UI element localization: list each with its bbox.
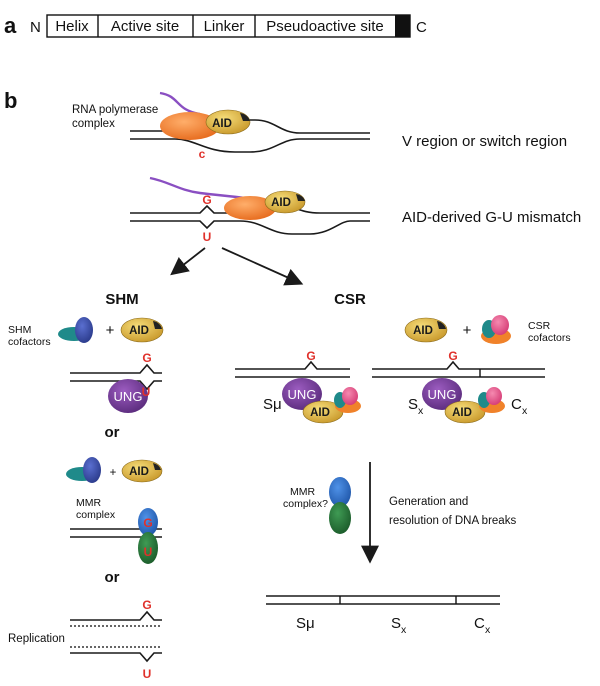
svg-text:UNG: UNG: [428, 387, 457, 402]
c-terminus-label: C: [416, 19, 427, 36]
aid-domain-bar: Helix Active site Linker Pseudoactive si…: [46, 14, 411, 38]
c-x-label: C x: [511, 396, 528, 417]
or-label-1: or: [105, 424, 120, 441]
plus-sign: +: [106, 322, 115, 339]
rna-pol-label-2: complex: [72, 118, 115, 130]
c-x-label-final: C x: [474, 615, 491, 636]
arrow-to-csr: [221, 247, 304, 286]
aid-icon-csr: AID: [404, 317, 448, 343]
mmr-complex-q-label-2: complex?: [283, 498, 328, 510]
u-base-label: U: [203, 230, 212, 244]
transcription-bubble: AID c: [130, 91, 370, 161]
c-base-label: c: [199, 147, 206, 161]
rna-pol-label: RNA polymerase: [72, 104, 158, 116]
g-base-label: G: [202, 193, 211, 207]
shm-cofactor-icon-2: [66, 457, 101, 483]
panel-b-label: b: [4, 88, 17, 113]
v-region-label: V region or switch region: [402, 133, 567, 150]
svg-text:G: G: [448, 349, 457, 363]
shm-cofactors-label-2: cofactors: [8, 336, 51, 348]
rna-transcript: [159, 91, 201, 116]
svg-text:U: U: [142, 385, 151, 399]
svg-text:AID: AID: [310, 407, 330, 419]
aid-label: AID: [212, 118, 232, 130]
mismatch-bubble: AID G U: [130, 176, 370, 244]
shm-cofactors-label: SHM: [8, 324, 31, 336]
replication-label: Replication: [8, 633, 65, 645]
svg-text:x: x: [522, 405, 528, 417]
svg-text:AID: AID: [452, 407, 472, 419]
svg-text:U: U: [144, 545, 153, 559]
aid-icon-2: [264, 190, 306, 214]
svg-text:G: G: [306, 349, 315, 363]
aid-label-2: AID: [271, 197, 291, 209]
mmr-complex-q-label: MMR: [290, 486, 315, 498]
svg-text:S: S: [391, 615, 401, 632]
csr-smu-segment: G UNG AID: [235, 349, 361, 424]
csr-sx-segment: G UNG AID: [372, 349, 545, 424]
domain-pseudoactive-site: Pseudoactive site: [266, 18, 384, 35]
domain-active-site: Active site: [111, 18, 179, 35]
svg-text:G: G: [143, 516, 152, 530]
shm-mmr-repair: G U: [70, 508, 162, 564]
plus-sign-csr: +: [463, 322, 472, 339]
svg-text:G: G: [142, 598, 151, 612]
mmr-complex-label-2: complex: [76, 509, 116, 521]
n-terminus-label: N: [30, 19, 41, 36]
svg-text:C: C: [511, 396, 522, 413]
generation-label-2: resolution of DNA breaks: [389, 515, 516, 527]
rna-polymerase-icon: [160, 112, 220, 140]
aid-icon: [205, 109, 251, 135]
svg-text:x: x: [418, 405, 424, 417]
replication-strands: G U: [70, 598, 162, 681]
s-x-label-final: S x: [391, 615, 407, 636]
svg-text:AID: AID: [413, 325, 433, 337]
aid-icon-shm: AID: [120, 317, 164, 343]
domain-helix: Helix: [55, 18, 89, 35]
arrow-to-shm: [170, 247, 206, 276]
svg-text:AID: AID: [129, 325, 149, 337]
svg-text:G: G: [142, 351, 151, 365]
shm-heading: SHM: [105, 291, 138, 308]
mmr-complex-label: MMR: [76, 497, 101, 509]
svg-text:S: S: [408, 396, 418, 413]
svg-text:UNG: UNG: [288, 387, 317, 402]
plus-sign-2: +: [110, 467, 117, 479]
mismatch-label: AID-derived G-U mismatch: [402, 209, 581, 226]
svg-text:U: U: [143, 667, 152, 681]
csr-mmr-icon: [329, 477, 351, 534]
recombined-dna: [266, 595, 500, 605]
svg-text:C: C: [474, 615, 485, 632]
csr-cofactors-label-2: cofactors: [528, 332, 571, 344]
shm-cofactor-icon: [58, 317, 93, 343]
domain-linker: Linker: [204, 18, 245, 35]
s-x-label: S x: [408, 396, 424, 417]
ung-label: UNG: [114, 389, 143, 404]
svg-text:AID: AID: [129, 466, 149, 478]
rna-polymerase-icon-2: [224, 196, 276, 220]
svg-text:x: x: [401, 624, 407, 636]
aid-icon-shm-2: AID: [121, 459, 163, 483]
shm-ung-repair: G UNG U: [70, 351, 162, 413]
csr-cofactor-icon: [481, 315, 511, 344]
csr-heading: CSR: [334, 291, 366, 308]
panel-a-label: a: [4, 13, 17, 38]
generation-label: Generation and: [389, 496, 468, 508]
svg-text:x: x: [485, 624, 491, 636]
rna-transcript-2: [149, 176, 246, 200]
or-label-2: or: [105, 569, 120, 586]
s-mu-label: Sμ: [263, 396, 282, 413]
csr-cofactors-label: CSR: [528, 320, 551, 332]
s-mu-label-final: Sμ: [296, 615, 315, 632]
